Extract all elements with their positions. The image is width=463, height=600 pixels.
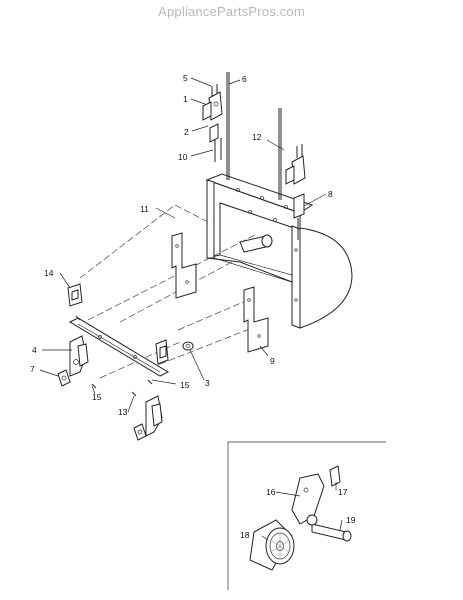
rod-12 xyxy=(278,108,282,200)
leader-lines xyxy=(39,77,343,541)
frame-housing xyxy=(205,173,353,329)
callout-1: 1 xyxy=(183,94,188,104)
wheel-bracket-lower xyxy=(133,395,163,441)
callout-7: 7 xyxy=(30,364,35,374)
bracket-assembly-top xyxy=(202,84,223,162)
callout-6: 6 xyxy=(242,74,247,84)
wheel-bracket-4 xyxy=(69,335,89,377)
axle-bar-13 xyxy=(68,317,170,377)
callout-16: 16 xyxy=(266,487,276,497)
callout-2: 2 xyxy=(184,127,189,137)
rod-6 xyxy=(226,72,230,180)
callout-15-right: 15 xyxy=(180,380,190,390)
clip-3 xyxy=(182,341,194,351)
callout-11: 11 xyxy=(140,204,149,214)
callout-19: 19 xyxy=(346,515,356,525)
center-clip xyxy=(155,339,169,365)
callout-15-left: 15 xyxy=(92,392,102,402)
callout-10: 10 xyxy=(178,152,188,162)
callout-8: 8 xyxy=(328,189,333,199)
callout-18: 18 xyxy=(240,530,250,540)
small-wheel-7 xyxy=(57,369,71,387)
callout-12: 12 xyxy=(252,132,262,142)
callout-9: 9 xyxy=(270,356,275,366)
callout-labels: 5 6 1 2 12 10 8 11 14 4 9 7 3 15 15 13 1… xyxy=(30,73,356,540)
watermark-text: AppliancePartsPros.com xyxy=(158,4,305,19)
callout-5: 5 xyxy=(183,73,188,83)
screws-15 xyxy=(75,315,153,397)
bracket-plate-9 xyxy=(243,286,269,353)
callout-3: 3 xyxy=(205,378,210,388)
callout-4: 4 xyxy=(32,345,37,355)
clip-14 xyxy=(67,283,83,307)
callout-13: 13 xyxy=(118,407,128,417)
inset-detail-box xyxy=(227,441,386,590)
bracket-assembly-right xyxy=(285,144,306,240)
callout-14: 14 xyxy=(44,268,54,278)
callout-17: 17 xyxy=(338,487,348,497)
bracket-plate-11 xyxy=(171,232,197,299)
